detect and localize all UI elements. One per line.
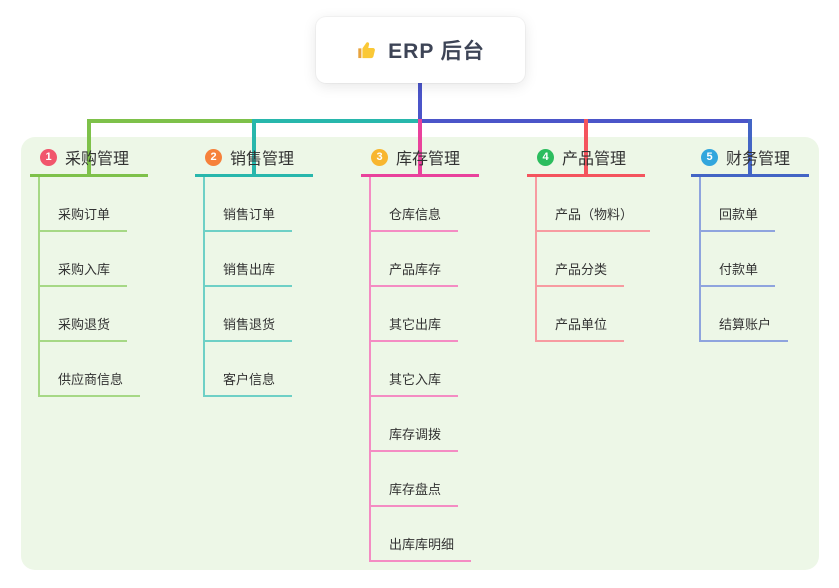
branch-title-label: 财务管理 (726, 151, 791, 168)
child-row: 其它出库 (361, 287, 479, 342)
child-row: 采购入库 (30, 232, 148, 287)
child-node[interactable]: 产品库存 (369, 259, 459, 287)
branch-children: 采购订单采购入库采购退货供应商信息 (30, 177, 148, 397)
branch-title-4[interactable]: 4 产品管理 (527, 140, 645, 177)
connector-branch-drop-4 (584, 119, 588, 177)
child-node[interactable]: 产品（物料） (535, 204, 651, 232)
children-connector-line (369, 177, 371, 562)
connector-root-drop (418, 83, 422, 123)
branch-title-1[interactable]: 1 采购管理 (30, 140, 148, 177)
branch-title-3[interactable]: 3 库存管理 (361, 140, 479, 177)
child-node[interactable]: 产品分类 (535, 259, 625, 287)
child-node[interactable]: 销售订单 (203, 204, 293, 232)
child-row: 仓库信息 (361, 177, 479, 232)
child-row: 产品分类 (527, 232, 645, 287)
child-row: 库存盘点 (361, 452, 479, 507)
child-node[interactable]: 付款单 (699, 259, 776, 287)
branch-children: 回款单付款单结算账户 (691, 177, 809, 342)
children-connector-line (38, 177, 40, 397)
child-node[interactable]: 销售出库 (203, 259, 293, 287)
branch-title-label: 库存管理 (396, 151, 461, 168)
branch-title-5[interactable]: 5 财务管理 (691, 140, 809, 177)
child-row: 销售出库 (195, 232, 313, 287)
branch-column-1: 1 采购管理采购订单采购入库采购退货供应商信息 (30, 140, 148, 397)
connector-branch-drop-5 (748, 119, 752, 177)
child-node[interactable]: 结算账户 (699, 314, 789, 342)
child-row: 产品（物料） (527, 177, 651, 232)
branch-title-label: 采购管理 (65, 151, 130, 168)
child-node[interactable]: 其它入库 (369, 369, 459, 397)
connector-branch-drop-2 (252, 119, 256, 177)
branch-children: 产品（物料） 产品分类产品单位 (527, 177, 651, 342)
children-connector-line (535, 177, 537, 342)
branch-title-label: 产品管理 (562, 151, 627, 168)
child-row: 客户信息 (195, 342, 313, 397)
child-row: 付款单 (691, 232, 809, 287)
child-node[interactable]: 仓库信息 (369, 204, 459, 232)
thumbs-up-icon (356, 39, 378, 61)
root-node[interactable]: ERP 后台 (316, 17, 525, 83)
child-node[interactable]: 回款单 (699, 204, 776, 232)
child-node[interactable]: 其它出库 (369, 314, 459, 342)
children-connector-line (699, 177, 701, 342)
connector-horizontal-left (87, 119, 254, 123)
child-row: 库存调拨 (361, 397, 479, 452)
child-row: 出库库明细 (361, 507, 479, 562)
connector-horizontal-mid (252, 119, 420, 123)
child-node[interactable]: 客户信息 (203, 369, 293, 397)
branch-number-badge: 4 (537, 148, 554, 166)
child-row: 采购退货 (30, 287, 148, 342)
child-row: 产品库存 (361, 232, 479, 287)
child-node[interactable]: 采购退货 (38, 314, 128, 342)
branch-column-5: 5 财务管理回款单付款单结算账户 (691, 140, 809, 342)
connector-branch-drop-3 (418, 119, 422, 177)
root-label: ERP 后台 (388, 40, 485, 63)
branch-number-badge: 2 (205, 148, 222, 166)
child-row: 采购订单 (30, 177, 148, 232)
children-connector-line (203, 177, 205, 397)
child-node[interactable]: 销售退货 (203, 314, 293, 342)
child-row: 其它入库 (361, 342, 479, 397)
branch-number-badge: 1 (40, 148, 57, 166)
connector-branch-drop-1 (87, 119, 91, 177)
child-node[interactable]: 库存调拨 (369, 424, 459, 452)
child-node[interactable]: 库存盘点 (369, 479, 459, 507)
child-row: 回款单 (691, 177, 809, 232)
child-row: 供应商信息 (30, 342, 148, 397)
branch-column-2: 2 销售管理销售订单销售出库销售退货客户信息 (195, 140, 313, 397)
branch-number-badge: 3 (371, 148, 388, 166)
child-row: 销售退货 (195, 287, 313, 342)
child-node[interactable]: 产品单位 (535, 314, 625, 342)
child-node[interactable]: 供应商信息 (38, 369, 141, 397)
child-row: 产品单位 (527, 287, 645, 342)
branch-title-2[interactable]: 2 销售管理 (195, 140, 313, 177)
child-node[interactable]: 采购入库 (38, 259, 128, 287)
child-row: 销售订单 (195, 177, 313, 232)
branch-column-4: 4 产品管理产品（物料） 产品分类产品单位 (527, 140, 651, 342)
branch-title-label: 销售管理 (230, 151, 295, 168)
child-row: 结算账户 (691, 287, 809, 342)
child-node[interactable]: 出库库明细 (369, 534, 472, 562)
branch-children: 销售订单销售出库销售退货客户信息 (195, 177, 313, 397)
branch-column-3: 3 库存管理仓库信息产品库存其它出库其它入库库存调拨库存盘点出库库明细 (361, 140, 479, 562)
child-node[interactable]: 采购订单 (38, 204, 128, 232)
branch-children: 仓库信息产品库存其它出库其它入库库存调拨库存盘点出库库明细 (361, 177, 479, 562)
branches-panel-background (21, 137, 819, 570)
branch-number-badge: 5 (701, 148, 718, 166)
